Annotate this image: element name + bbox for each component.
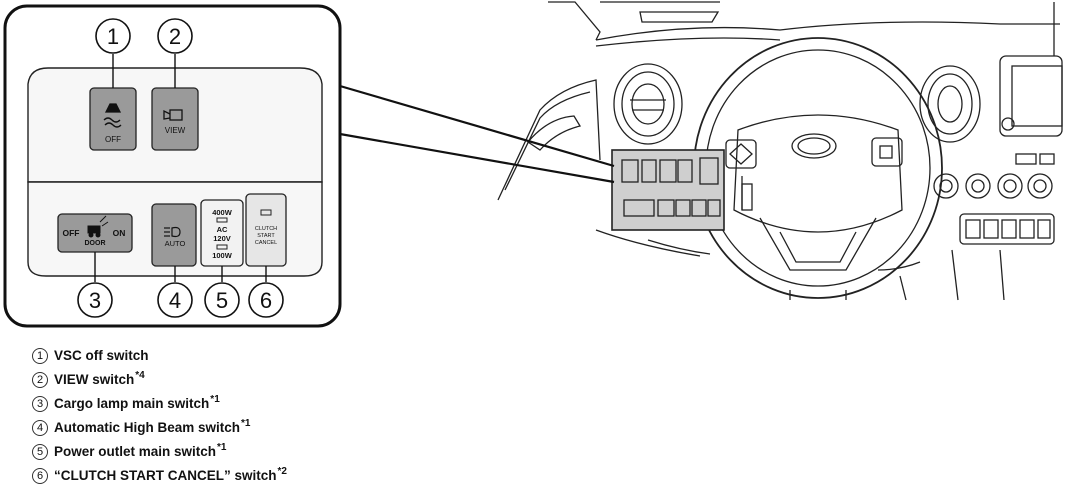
view-switch: VIEW [151, 87, 199, 151]
auto-high-beam-switch: AUTO [151, 203, 197, 267]
switch-legend: 1 VSC off switch 2 VIEW switch*4 3 Cargo la… [32, 340, 287, 484]
callout-number-3: 3 [89, 288, 101, 313]
callout-number-2: 2 [169, 24, 181, 49]
circled-5-icon: 5 [32, 444, 48, 460]
power-100w-indicator [216, 244, 228, 250]
cargo-lamp-icon [87, 215, 109, 238]
callout-number-1: 1 [107, 24, 119, 49]
callout-circles [77, 18, 284, 318]
callout-number-6: 6 [260, 288, 272, 313]
clutch-label-2: START [257, 233, 275, 239]
legend-label: Power outlet main switch [54, 444, 217, 459]
camera-view-icon [163, 109, 183, 121]
cargo-door-label: DOOR [85, 240, 106, 247]
power-120v-label: 120V [213, 234, 231, 243]
clutch-label-1: CLUTCH [255, 226, 277, 232]
clutch-label-3: CANCEL [255, 240, 277, 246]
callout-circle-3 [77, 282, 113, 318]
cargo-off-label: OFF [63, 228, 80, 238]
power-ac-label: AC [217, 225, 228, 234]
vsc-off-label: OFF [105, 135, 121, 144]
legend-item-clutch-start-cancel: 6 “CLUTCH START CANCEL” switch*2 [32, 460, 287, 484]
cargo-on-label: ON [113, 228, 126, 238]
switch-location-diagram: OFF VIEW OFF ON DOOR [3, 1, 1063, 328]
legend-item-power-outlet: 5 Power outlet main switch*1 [32, 436, 287, 460]
callout-circle-5 [204, 282, 240, 318]
circled-3-icon: 3 [32, 396, 48, 412]
callout-leader-lines [94, 54, 267, 282]
legend-item-cargo-lamp: 3 Cargo lamp main switch*1 [32, 388, 287, 412]
circled-4-icon: 4 [32, 420, 48, 436]
legend-label: “CLUTCH START CANCEL” switch [54, 468, 277, 483]
callout-circle-1 [95, 18, 131, 54]
legend-note: *2 [277, 466, 287, 477]
vsc-off-switch: OFF [89, 87, 137, 151]
legend-item-vsc: 1 VSC off switch [32, 340, 287, 364]
power-400w-indicator [216, 217, 228, 223]
legend-label: Cargo lamp main switch [54, 396, 210, 411]
circled-6-icon: 6 [32, 468, 48, 484]
circled-2-icon: 2 [32, 372, 48, 388]
power-100w-label: 100W [212, 251, 233, 260]
legend-note: *1 [241, 418, 251, 429]
circled-1-icon: 1 [32, 348, 48, 364]
legend-note: *1 [210, 394, 220, 405]
legend-label: VSC off switch [54, 348, 149, 363]
legend-label: Automatic High Beam switch [54, 420, 241, 435]
legend-item-view: 2 VIEW switch*4 [32, 364, 287, 388]
cargo-lamp-switch: OFF ON DOOR [57, 213, 133, 253]
dashboard-illustration [497, 1, 1063, 301]
legend-label: VIEW switch [54, 372, 135, 387]
callout-number-4: 4 [169, 288, 181, 313]
power-outlet-switch: 400W AC 120V 100W [200, 199, 244, 267]
auto-label: AUTO [165, 239, 186, 248]
callout-circle-4 [157, 282, 193, 318]
legend-item-auto-high-beam: 4 Automatic High Beam switch*1 [32, 412, 287, 436]
power-400w-label: 400W [212, 208, 233, 217]
clutch-indicator [260, 209, 272, 216]
view-label: VIEW [165, 126, 186, 135]
callout-number-5: 5 [216, 288, 228, 313]
legend-note: *4 [135, 370, 145, 381]
callout-circle-6 [248, 282, 284, 318]
callout-circle-2 [157, 18, 193, 54]
legend-note: *1 [217, 442, 227, 453]
vsc-skid-icon [103, 103, 122, 128]
clutch-start-cancel-switch: CLUTCH START CANCEL [245, 193, 287, 267]
high-beam-icon [164, 226, 181, 238]
zoom-pointer-lines [339, 84, 615, 184]
zoom-inset: OFF VIEW OFF ON DOOR [3, 4, 342, 328]
